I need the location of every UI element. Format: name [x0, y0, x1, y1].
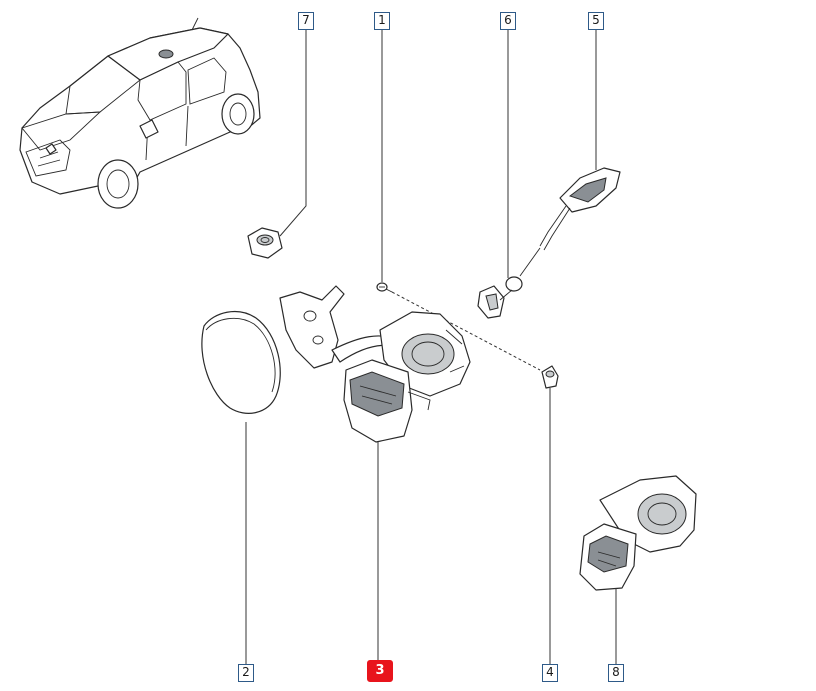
leader-line-7 [279, 26, 307, 237]
callout-3[interactable]: 3 [367, 660, 393, 682]
filler-housing-icon [279, 285, 471, 443]
callout-5[interactable]: 5 [588, 12, 604, 30]
hatchback-car-icon [19, 17, 261, 209]
callout-4[interactable]: 4 [542, 664, 558, 682]
callout-2[interactable]: 2 [238, 664, 254, 682]
screw-icon [376, 282, 393, 293]
bolt-icon [541, 365, 559, 389]
actuator-icon [477, 276, 523, 319]
release-cable-icon [519, 167, 621, 277]
callout-6[interactable]: 6 [500, 12, 516, 30]
fuel-flap-door-icon [201, 310, 281, 414]
callout-7[interactable]: 7 [298, 12, 314, 30]
nut-icon [247, 227, 283, 259]
assembly-axis-1 [391, 291, 541, 371]
callout-8[interactable]: 8 [608, 664, 624, 682]
callout-1[interactable]: 1 [374, 12, 390, 30]
filler-housing-variant-icon [579, 475, 697, 591]
